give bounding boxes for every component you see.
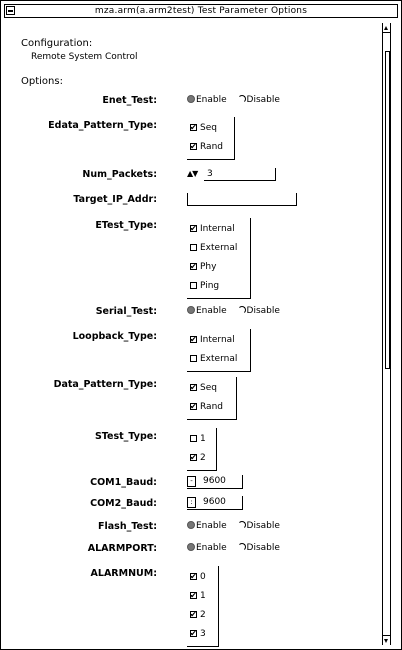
flash-test-label: Flash_Test: — [98, 521, 157, 532]
vertical-scrollbar[interactable] — [382, 23, 391, 645]
alarmport-enable-radio[interactable] — [187, 543, 195, 553]
window-menu-icon[interactable] — [6, 6, 15, 15]
alarmnum-1-checkbox[interactable]: 1 — [190, 587, 213, 606]
serial-test-radio-group: Enable Disable — [187, 306, 288, 317]
edata-pattern-type-group: Seq Rand — [187, 117, 235, 160]
checkbox-icon — [190, 282, 197, 289]
num-packets-stepper[interactable]: ▲▼ — [187, 168, 198, 180]
checkbox-icon — [190, 142, 197, 151]
scroll-up-icon[interactable] — [383, 23, 390, 33]
num-packets-input[interactable]: 3 — [204, 168, 276, 181]
checkbox-icon — [190, 355, 197, 362]
configuration-heading: Configuration: — [21, 38, 93, 49]
enet-test-enable-radio[interactable] — [187, 95, 195, 105]
title-bar[interactable]: mza.arm(a.arm2test) Test Parameter Optio… — [4, 4, 398, 18]
option-menu-icon[interactable]: : — [187, 497, 196, 508]
flash-test-radio-group: Enable Disable — [187, 521, 288, 532]
loopback-type-group: Internal External — [187, 329, 251, 372]
arrow-down-icon[interactable]: ▼ — [192, 169, 198, 178]
enet-test-label: Enet_Test: — [102, 95, 157, 106]
edata-pattern-rand-checkbox[interactable]: Rand — [190, 138, 229, 157]
flash-test-enable-radio[interactable] — [187, 521, 195, 531]
checkbox-icon — [190, 402, 197, 411]
scroll-thumb[interactable] — [385, 51, 390, 369]
checkbox-icon — [190, 244, 197, 251]
option-menu-icon[interactable]: - — [187, 476, 196, 487]
alarmport-radio-group: Enable Disable — [187, 543, 288, 554]
com2-baud-select[interactable]: : 9600 — [187, 496, 243, 510]
alarmnum-2-checkbox[interactable]: 2 — [190, 606, 213, 625]
stest-type-label: STest_Type: — [94, 431, 157, 442]
com1-baud-label: COM1_Baud: — [90, 477, 157, 488]
data-pattern-type-label: Data_Pattern_Type: — [53, 379, 157, 390]
alarmport-disable-radio[interactable] — [237, 543, 246, 553]
checkbox-icon — [190, 610, 197, 619]
etest-ping-checkbox[interactable]: Ping — [190, 277, 245, 296]
edata-pattern-type-label: Edata_Pattern_Type: — [48, 120, 157, 131]
target-ip-addr-input[interactable] — [187, 193, 297, 206]
checkbox-icon — [190, 572, 197, 581]
etest-internal-checkbox[interactable]: Internal — [190, 220, 245, 239]
alarmnum-3-checkbox[interactable]: 3 — [190, 625, 213, 644]
etest-external-checkbox[interactable]: External — [190, 239, 245, 258]
checkbox-icon — [190, 335, 197, 344]
alarmnum-group: 0 1 2 3 — [187, 566, 219, 647]
configuration-value: Remote System Control — [31, 52, 138, 62]
com2-baud-label: COM2_Baud: — [90, 498, 157, 509]
serial-test-label: Serial_Test: — [95, 306, 157, 317]
etest-type-group: Internal External Phy Ping — [187, 218, 251, 299]
options-panel: Configuration: Remote System Control Opt… — [1, 21, 379, 647]
checkbox-icon — [190, 435, 197, 442]
data-pattern-seq-checkbox[interactable]: Seq — [190, 379, 231, 398]
stest-type-group: 1 2 — [187, 428, 217, 471]
alarmnum-0-checkbox[interactable]: 0 — [190, 568, 213, 587]
etest-phy-checkbox[interactable]: Phy — [190, 258, 245, 277]
stest-1-checkbox[interactable]: 1 — [190, 430, 211, 449]
checkbox-icon — [190, 224, 197, 233]
enet-test-radio-group: Enable Disable — [187, 95, 288, 106]
checkbox-icon — [190, 123, 197, 132]
checkbox-icon — [190, 262, 197, 271]
flash-test-disable-radio[interactable] — [237, 521, 246, 531]
arrow-up-icon[interactable]: ▲ — [187, 169, 193, 178]
serial-test-disable-radio[interactable] — [237, 306, 246, 316]
checkbox-icon — [190, 383, 197, 392]
alarmnum-label: ALARMNUM: — [90, 568, 157, 579]
checkbox-icon — [190, 453, 197, 462]
checkbox-icon — [190, 629, 197, 638]
alarmport-label: ALARMPORT: — [87, 543, 157, 554]
scroll-down-icon[interactable] — [383, 635, 390, 645]
checkbox-icon — [190, 591, 197, 600]
loopback-type-label: Loopback_Type: — [72, 331, 157, 342]
enet-test-disable-radio[interactable] — [237, 95, 246, 105]
loopback-external-checkbox[interactable]: External — [190, 350, 245, 369]
com1-baud-select[interactable]: - 9600 — [187, 475, 243, 489]
options-heading: Options: — [21, 76, 63, 87]
serial-test-enable-radio[interactable] — [187, 306, 195, 316]
etest-type-label: ETest_Type: — [95, 220, 157, 231]
window-title: mza.arm(a.arm2test) Test Parameter Optio… — [94, 6, 308, 16]
num-packets-label: Num_Packets: — [82, 169, 157, 180]
loopback-internal-checkbox[interactable]: Internal — [190, 331, 245, 350]
data-pattern-type-group: Seq Rand — [187, 377, 237, 420]
target-ip-addr-label: Target_IP_Addr: — [73, 194, 157, 205]
edata-pattern-seq-checkbox[interactable]: Seq — [190, 119, 229, 138]
data-pattern-rand-checkbox[interactable]: Rand — [190, 398, 231, 417]
stest-2-checkbox[interactable]: 2 — [190, 449, 211, 468]
